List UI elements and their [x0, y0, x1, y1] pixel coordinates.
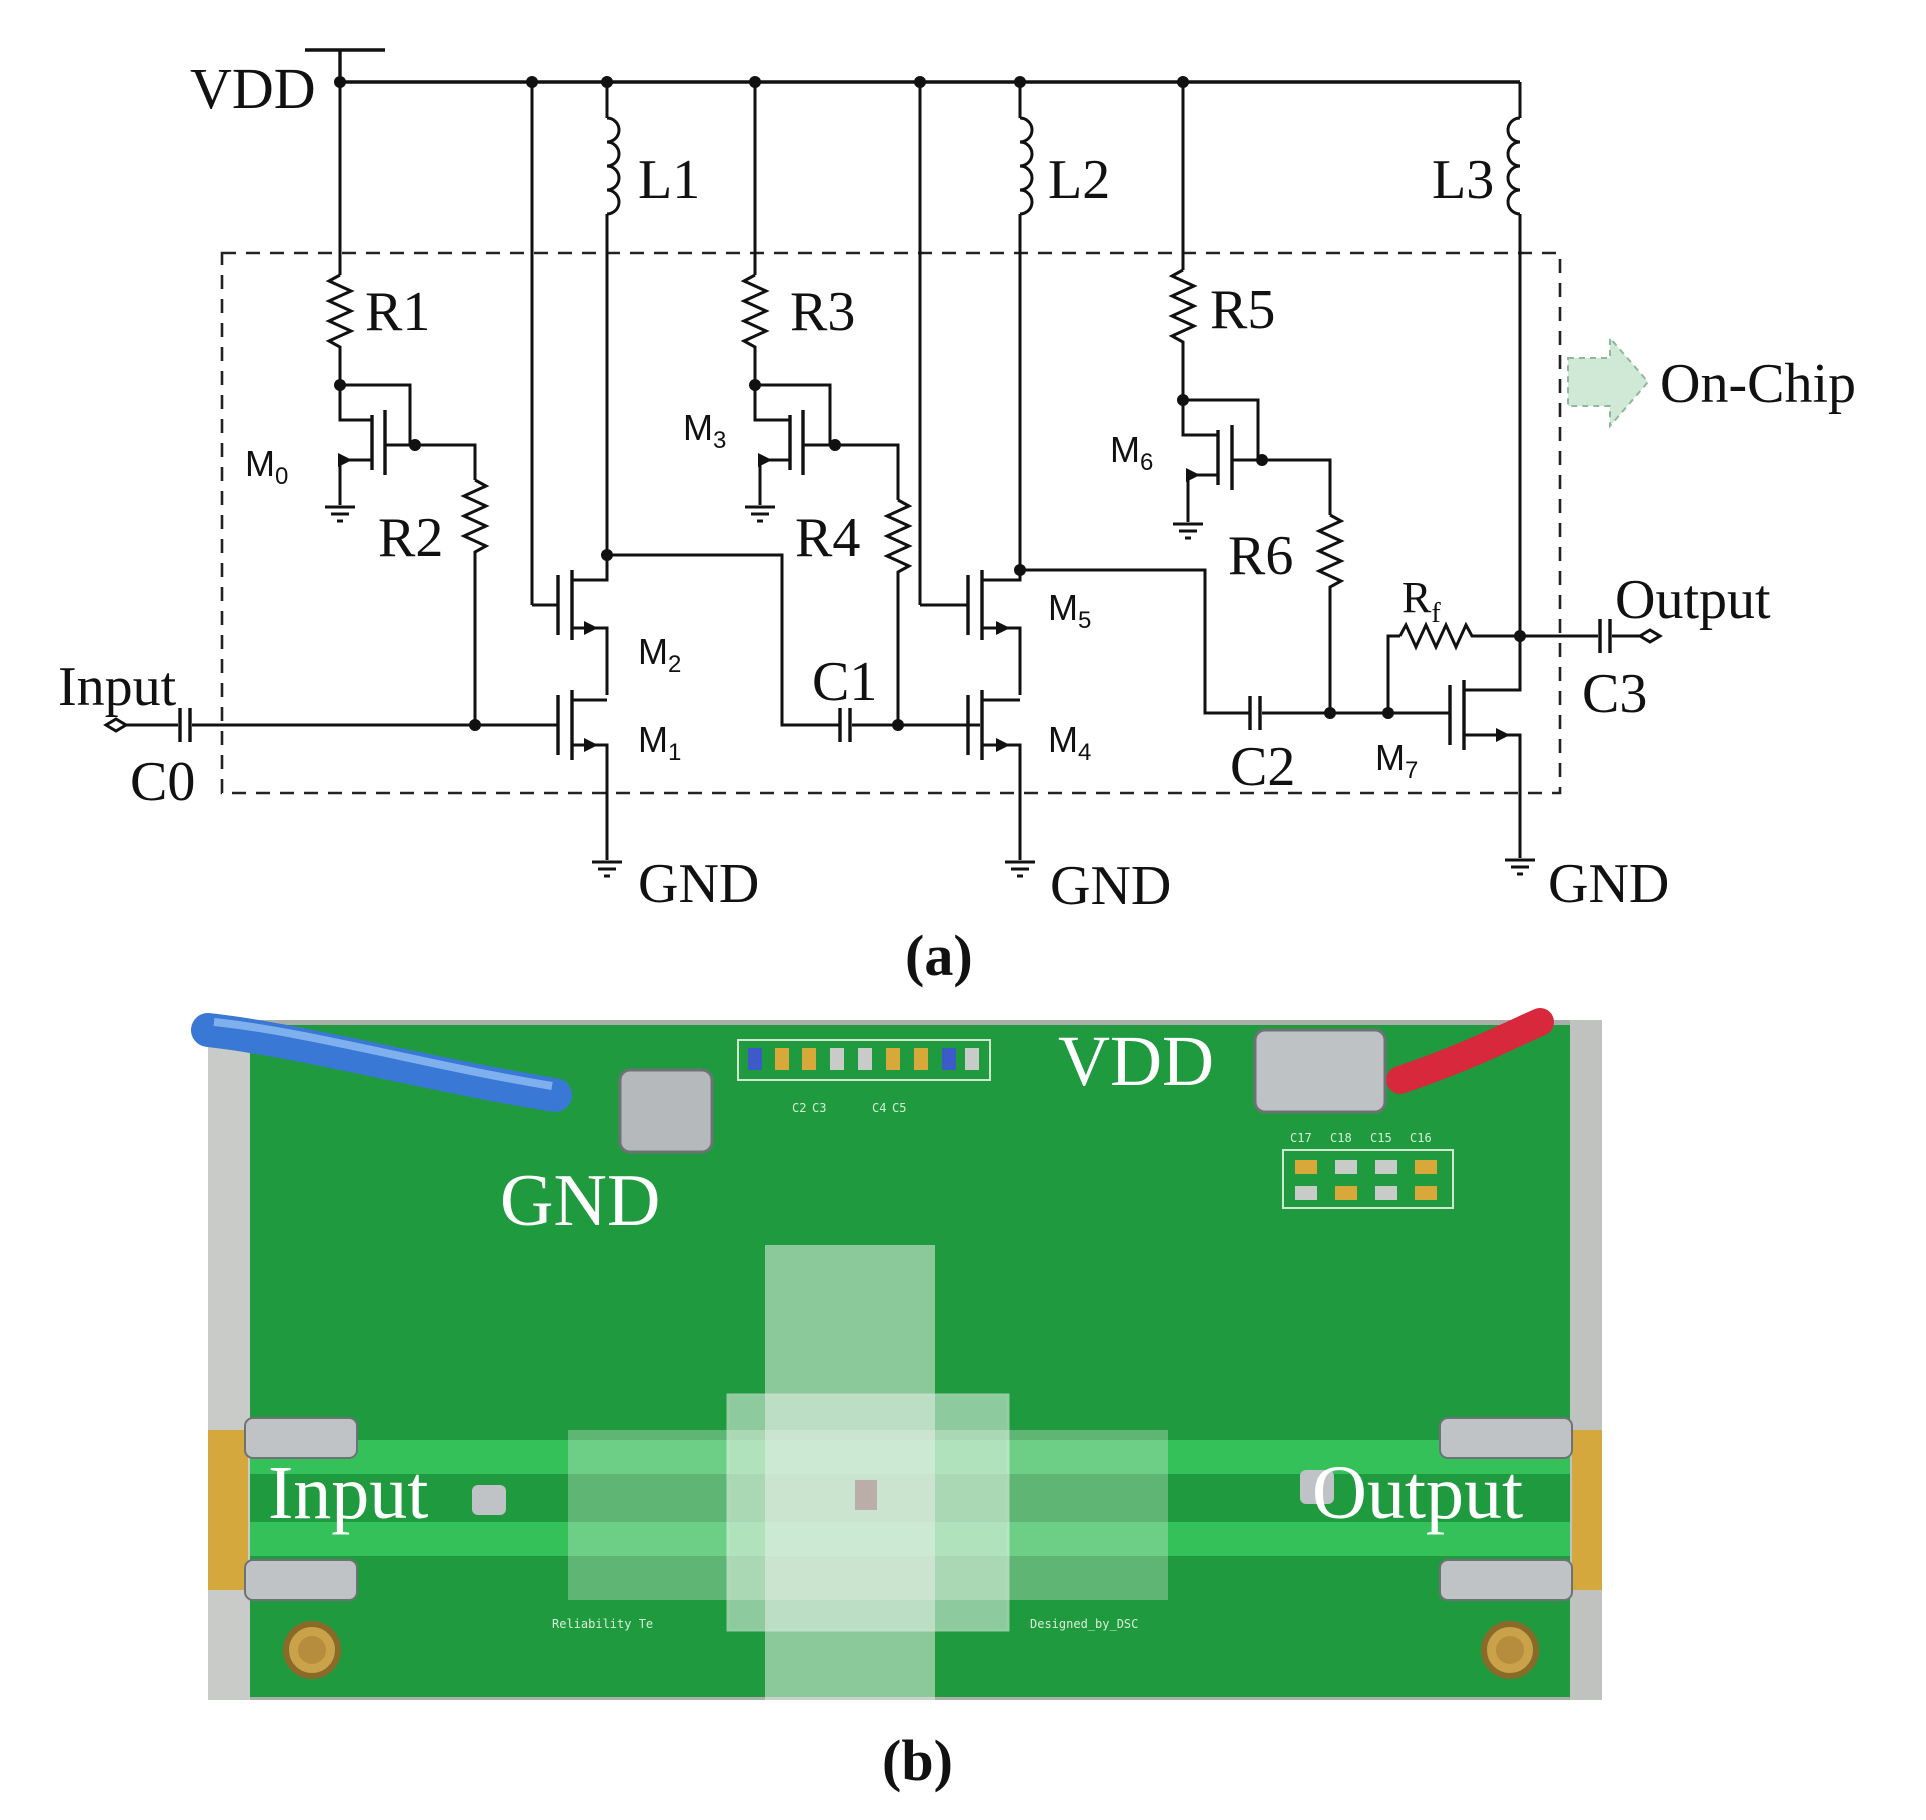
- ground-m6: [1173, 522, 1203, 540]
- transistor-m1-label: M1: [638, 719, 681, 766]
- inductor-l1-label: L1: [638, 149, 700, 211]
- pcb-photo: GND VDD C2 C3 C4 C5 C17 C18 C15 C16: [191, 1008, 1602, 1700]
- transistor-m0-label: M0: [245, 443, 288, 490]
- inductor-l1-symbol: [606, 116, 621, 216]
- resistor-r2-label: R2: [378, 507, 443, 569]
- resistor-r4-symbol: [883, 498, 913, 585]
- gnd-label-2: GND: [1050, 855, 1171, 917]
- resistor-r4-label: R4: [795, 507, 860, 569]
- resistor-rf-label: Rf: [1402, 573, 1441, 629]
- transistor-m4-label: M4: [1048, 719, 1091, 766]
- capacitor-c1-label: C1: [812, 651, 877, 713]
- resistor-r6-label: R6: [1228, 525, 1293, 587]
- output-port: [1637, 628, 1663, 644]
- gnd-label-1: GND: [638, 853, 759, 915]
- transistor-m6-label: M6: [1110, 429, 1153, 476]
- inductor-l2-label: L2: [1048, 149, 1110, 211]
- silk-c5: C5: [892, 1101, 906, 1115]
- resistor-r6-symbol: [1315, 513, 1345, 600]
- smd-pads-right: [1282, 1149, 1454, 1209]
- pcb-output-label: Output: [1312, 1451, 1523, 1535]
- chip: [855, 1480, 877, 1510]
- transistor-m2-label: M2: [638, 631, 681, 678]
- pcb-gnd-label: GND: [500, 1160, 660, 1242]
- ground-stage2: [1005, 860, 1035, 878]
- vdd-solder-pad: [1253, 1028, 1387, 1114]
- ground-stage3: [1505, 858, 1535, 876]
- transistor-m7-label: M7: [1375, 737, 1418, 784]
- silk-c15: C15: [1370, 1131, 1392, 1145]
- pcb-input-label: Input: [268, 1451, 428, 1535]
- output-sma-connector: [1572, 1430, 1602, 1590]
- silk-reliability: Reliability Te: [552, 1617, 653, 1631]
- smd-pads-left: [737, 1039, 991, 1081]
- capacitor-c3-label: C3: [1582, 663, 1647, 725]
- tape-vertical: [765, 1245, 935, 1700]
- resistor-r3-symbol: [740, 273, 770, 360]
- capacitor-c2-label: C2: [1230, 736, 1295, 798]
- ground-m3: [745, 505, 775, 523]
- ground-stage1: [592, 860, 622, 878]
- inductor-l3-symbol: [1506, 116, 1521, 216]
- silk-c17: C17: [1290, 1131, 1312, 1145]
- circuit-schematic: VDD R1 M0 R2 Input C0: [58, 48, 1856, 988]
- input-sma-connector: [208, 1430, 248, 1590]
- resistor-r3-label: R3: [790, 281, 855, 343]
- m0-source-arrow: [338, 453, 352, 467]
- silk-designed-by: Designed_by_DSC: [1030, 1617, 1138, 1631]
- vdd-wire: [1386, 1008, 1554, 1094]
- gnd-solder-pad: [618, 1068, 714, 1154]
- gnd-label-3: GND: [1548, 853, 1669, 915]
- inductor-l3-label: L3: [1432, 149, 1494, 211]
- resistor-r5-symbol: [1168, 268, 1198, 355]
- pcb-vdd-label: VDD: [1058, 1021, 1214, 1101]
- transistor-m3-label: M3: [683, 407, 726, 454]
- silk-c2: C2: [792, 1101, 806, 1115]
- vdd-label: VDD: [190, 56, 316, 121]
- resistor-r1-symbol: [325, 273, 355, 360]
- on-chip-label: On-Chip: [1660, 353, 1856, 415]
- on-chip-arrow-icon: [1567, 335, 1650, 429]
- input-port: [103, 717, 129, 733]
- on-chip-boundary: [220, 251, 1562, 795]
- gnd-wire: [191, 1013, 572, 1112]
- resistor-r5-label: R5: [1210, 279, 1275, 341]
- resistor-r1-label: R1: [365, 281, 430, 343]
- silk-c4: C4: [872, 1101, 886, 1115]
- output-label: Output: [1615, 569, 1771, 631]
- input-label: Input: [58, 656, 177, 718]
- capacitor-c0-label: C0: [130, 751, 195, 813]
- resistor-rf-symbol: [1398, 621, 1485, 651]
- silk-c3: C3: [812, 1101, 826, 1115]
- caption-a: (a): [905, 923, 973, 988]
- transistor-m5-label: M5: [1048, 587, 1091, 634]
- silk-c16: C16: [1410, 1131, 1432, 1145]
- resistor-r2-symbol: [460, 478, 490, 565]
- silk-c18: C18: [1330, 1131, 1352, 1145]
- ground-m0: [325, 505, 355, 523]
- caption-b: (b): [882, 1728, 953, 1793]
- inductor-l2-symbol: [1019, 116, 1034, 216]
